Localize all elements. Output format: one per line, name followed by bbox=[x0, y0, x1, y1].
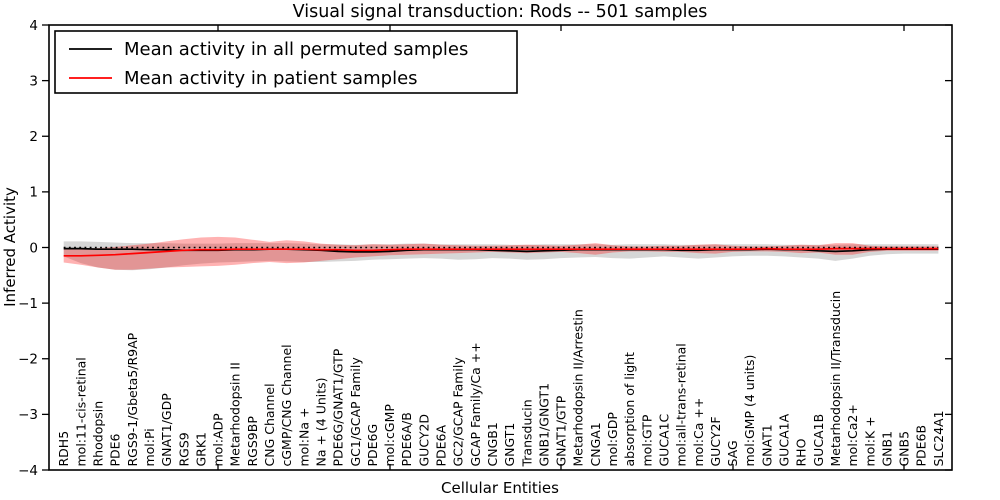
x-axis-label: Cellular Entities bbox=[441, 479, 559, 497]
patient-mean-line bbox=[63, 247, 939, 257]
x-category-label: mol:all-trans-retinal bbox=[674, 343, 689, 466]
x-category-label: GNGT1 bbox=[502, 423, 517, 467]
x-category-label: GC1/GCAP Family bbox=[348, 357, 363, 467]
x-category-label: GC2/GCAP Family bbox=[451, 357, 466, 467]
y-tick-label: 1 bbox=[29, 185, 38, 201]
y-tick-label: 2 bbox=[29, 129, 38, 145]
legend: Mean activity in all permuted samples Me… bbox=[54, 30, 518, 94]
x-category-label: GCAP Family/Ca ++ bbox=[468, 342, 483, 466]
x-category-label: SLC24A1 bbox=[931, 410, 946, 466]
x-category-label: RHO bbox=[794, 438, 809, 466]
x-category-label: GUCA1A bbox=[777, 413, 792, 466]
x-category-label: mol:11-cis-retinal bbox=[73, 357, 88, 466]
x-category-label: PDE6B bbox=[914, 425, 929, 467]
axes-spines bbox=[48, 24, 953, 471]
y-tick-label: −4 bbox=[18, 463, 38, 479]
x-category-label: GUCY2F bbox=[708, 416, 723, 466]
y-tick-label: 0 bbox=[29, 240, 38, 256]
x-category-label: Metarhodopsin II/Transducin bbox=[828, 291, 843, 467]
x-category-label: mol:Pi bbox=[142, 428, 157, 466]
x-category-label: PDE6A bbox=[434, 424, 449, 466]
x-category-label: GNAT1/GDP bbox=[159, 393, 174, 467]
y-tick-label: 4 bbox=[29, 18, 38, 34]
y-tick-label: 3 bbox=[29, 73, 38, 89]
y-axis-label: Inferred Activity bbox=[1, 187, 19, 307]
x-category-label: mol:GDP bbox=[605, 412, 620, 467]
y-tick-label: −3 bbox=[18, 407, 38, 423]
legend-label-patient: Mean activity in patient samples bbox=[124, 68, 418, 89]
x-category-label: SAG bbox=[725, 440, 740, 466]
x-category-label: CNGB1 bbox=[485, 422, 500, 466]
x-category-label: RGS9 bbox=[176, 432, 191, 466]
x-category-label: Metarhodopsin II bbox=[228, 362, 243, 466]
y-tick-label: −2 bbox=[18, 352, 38, 368]
patient-samples-range-band bbox=[63, 236, 939, 270]
legend-box bbox=[54, 30, 518, 94]
x-category-label: GNB5 bbox=[897, 431, 912, 467]
x-category-label: PDE6A/B bbox=[399, 412, 414, 466]
x-category-label: GNAT1/GTP bbox=[554, 395, 569, 466]
x-category-label: mol:Na + bbox=[296, 408, 311, 467]
x-category-label: GRK1 bbox=[193, 432, 208, 467]
x-category-label: CNG Channel bbox=[262, 383, 277, 466]
x-category-label: mol:cGMP bbox=[382, 404, 397, 467]
x-category-label: GNB1 bbox=[879, 431, 894, 467]
chart-title: Visual signal transduction: Rods -- 501 … bbox=[293, 2, 708, 22]
x-category-label: GUCA1B bbox=[811, 414, 826, 467]
x-category-label: GUCY2D bbox=[416, 414, 431, 467]
x-category-label: RGS9BP bbox=[245, 416, 260, 467]
x-category-label: Metarhodopsin II/Arrestin bbox=[571, 309, 586, 466]
x-category-label: mol:K + bbox=[862, 416, 877, 466]
x-category-label: mol:GTP bbox=[639, 414, 654, 466]
x-category-label: PDE6 bbox=[108, 433, 123, 466]
x-category-label: Rhodopsin bbox=[91, 401, 106, 467]
x-category-label: Na + (4 Units) bbox=[313, 377, 328, 466]
x-category-label: RGS9-1/Gbeta5/R9AP bbox=[125, 332, 140, 466]
legend-label-permuted: Mean activity in all permuted samples bbox=[124, 39, 468, 60]
x-category-label: GNAT1 bbox=[759, 424, 774, 466]
x-category-label: GUCA1C bbox=[656, 413, 671, 466]
x-category-label: RDH5 bbox=[56, 431, 71, 467]
x-category-label: GNB1/GNGT1 bbox=[536, 383, 551, 467]
x-category-label: mol:Ca2+ bbox=[845, 404, 860, 466]
x-category-label: mol:Ca ++ bbox=[691, 398, 706, 467]
x-category-label: mol:ADP bbox=[211, 413, 226, 467]
x-category-label: cGMP/CNG Channel bbox=[279, 344, 294, 466]
x-category-label: PDE6G/GNAT1/GTP bbox=[331, 348, 346, 466]
x-category-label: mol:GMP (4 units) bbox=[742, 355, 757, 467]
y-tick-label: −1 bbox=[18, 296, 38, 312]
x-category-label: PDE6G bbox=[365, 424, 380, 467]
x-category-label: absorption of light bbox=[622, 352, 637, 467]
x-category-label: CNGA1 bbox=[588, 422, 603, 466]
x-category-label: Transducin bbox=[519, 399, 534, 467]
